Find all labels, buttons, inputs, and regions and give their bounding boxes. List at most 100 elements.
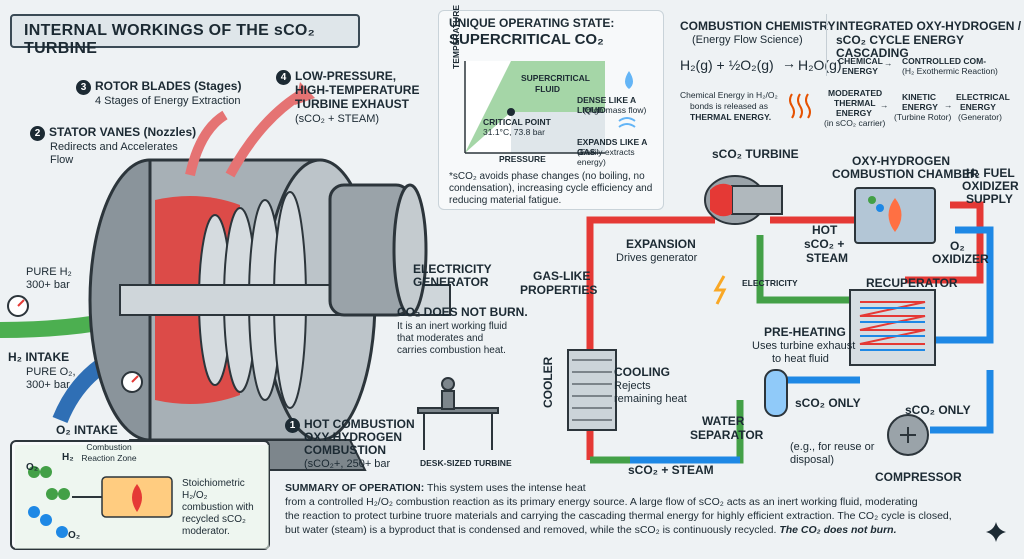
- zone-text-3: combustion with: [182, 502, 254, 513]
- cooling-sub-2: remaining heat: [614, 393, 687, 405]
- cascade-heading-1: INTEGRATED OXY-HYDROGEN /: [836, 19, 1022, 33]
- chem-desc-1: Chemical Energy in H₂/O₂: [680, 90, 778, 100]
- o2-label: O₂: [950, 239, 965, 253]
- gas-label: EXPANDS LIKE A GAS: [577, 137, 648, 157]
- steam-label: sCO₂ + STEAM: [628, 463, 714, 477]
- preheating-sub-1: Uses turbine exhaust: [752, 340, 856, 352]
- fuel-label-1: H₂ FUEL: [966, 166, 1015, 180]
- recuperator-label: RECUPERATOR: [866, 276, 958, 290]
- liquid-label: DENSE LIKE A LIQUID: [577, 95, 636, 115]
- cooling-sub-1: Rejects: [614, 380, 651, 392]
- zone-text-5: moderator.: [182, 526, 230, 537]
- blue-loop-pipe: [930, 226, 994, 344]
- cascade-mod-2: THERMAL: [834, 98, 876, 108]
- chem-desc-2: bonds is released as: [690, 101, 768, 111]
- cascade-kin-1: KINETIC: [902, 92, 936, 102]
- rotor-blades-sub: 4 Stages of Energy Extraction: [95, 95, 241, 107]
- heat-waves-icon: [789, 93, 811, 119]
- cascade-heading-2: sCO₂ CYCLE ENERGY CASCADING: [836, 33, 964, 60]
- cascade-kin-3: (Turbine Rotor): [894, 112, 952, 122]
- exhaust-arrow-2: [225, 90, 303, 178]
- hot-combustion-sub: (sCO₂+, 250+ bar: [304, 458, 391, 470]
- cooling-label: COOLING: [614, 365, 670, 379]
- sco2-only-label-a: sCO₂ ONLY: [795, 396, 861, 410]
- x-axis-label: PRESSURE: [499, 154, 546, 164]
- cascade-arrow-3: →: [944, 100, 953, 110]
- chem-equation-left: H₂(g) + ½O₂(g): [680, 57, 774, 73]
- state-subheading: SUPERCRITICAL CO₂: [449, 31, 604, 48]
- cascade-ctrl-2: (H₂ Exothermic Reaction): [902, 66, 998, 76]
- zone-o2-b: O₂: [68, 530, 81, 541]
- chem-heading: COMBUSTION CHEMISTRY: [680, 19, 836, 33]
- sco2-only-label-b: sCO₂ ONLY: [905, 403, 971, 417]
- state-note-1: *sCO₂ avoids phase changes (no boiling, …: [449, 171, 645, 182]
- hot-label-2: sCO₂ +: [804, 237, 845, 251]
- preheating-label: PRE-HEATING: [764, 325, 846, 339]
- summary-heading: SUMMARY OF OPERATION:: [285, 482, 425, 494]
- chamber-label-1: OXY-HYDROGEN: [852, 154, 951, 168]
- cooler-label: COOLER: [541, 356, 555, 408]
- water-separator-label-2: SEPARATOR: [690, 428, 764, 442]
- cooler: [567, 349, 617, 431]
- cycle-diagram: [567, 175, 994, 464]
- chem-divider: [826, 14, 827, 76]
- region-label-1: SUPERCRITICAL: [521, 73, 590, 83]
- no-burn-heading: CO₂ DOES NOT BURN.: [397, 305, 528, 319]
- wind-icon: [618, 117, 636, 128]
- fuel-label-2: OXIDIZER: [962, 179, 1019, 193]
- chem-equation-right: H₂O(g): [798, 57, 842, 73]
- o2-pressure-value: 300+ bar: [26, 379, 70, 391]
- cascade-mod-4: (in sCO₂ carrier): [824, 118, 886, 128]
- expansion-label: EXPANSION: [626, 237, 696, 251]
- cycle-turbine-label: sCO₂ TURBINE: [712, 147, 799, 161]
- green-loop-pipe: [756, 235, 865, 304]
- h2-pressure-label: PURE H₂: [26, 266, 72, 278]
- water-separator: [764, 369, 788, 417]
- preheating-sub-2: to heat fluid: [772, 353, 829, 365]
- cascade-elec-1: ELECTRICAL: [956, 92, 1010, 102]
- summary-line-2: from a controlled H₂/O₂ combustion react…: [285, 496, 918, 508]
- hot-combustion-label-2: OXY-HYDROGEN: [304, 430, 403, 444]
- cascade-mod-1: MODERATED: [828, 88, 883, 98]
- combustion-zone-inset: Combustion Reaction Zone O₂ H₂ O₂ Stoich…: [10, 440, 270, 550]
- fuel-label-3: SUPPLY: [966, 192, 1013, 206]
- chamber-label-2: COMBUSTION CHAMBER: [832, 167, 979, 181]
- chamber-flame-icon: [888, 198, 902, 232]
- oxidizer-label: OXIDIZER: [932, 252, 989, 266]
- cascade-mod-3: ENERGY: [836, 108, 872, 118]
- cascade-arrow-1: →: [884, 58, 893, 68]
- cascade-ctrl-1: CONTROLLED COM-: [902, 56, 987, 66]
- chem-arrow: →: [782, 55, 796, 71]
- zone-text-2: H₂/O₂: [182, 490, 208, 501]
- critical-point-value: 31.1°C, 73.8 bar: [483, 127, 545, 137]
- cascade-kin-2: ENERGY: [902, 102, 938, 112]
- zone-text-4: recycled sCO₂: [182, 514, 246, 525]
- state-note-3: reducing material fatigue.: [449, 195, 562, 206]
- region-label-2: FLUID: [535, 84, 561, 94]
- electricity-label: ELECTRICITY: [742, 278, 798, 288]
- no-burn-text-3: carries combustion heat.: [397, 345, 506, 356]
- cascade-elec-2: ENERGY: [960, 102, 996, 112]
- exhaust-label-2: HIGH-TEMPERATURE: [295, 83, 420, 97]
- reuse-label-2: disposal): [790, 454, 835, 466]
- summary-line-4-wrap: but water (steam) is a byproduct that is…: [285, 524, 1015, 537]
- operating-state-panel: UNIQUE OPERATING STATE: SUPERCRITICAL CO…: [438, 5, 664, 210]
- gas-like-label-2: PROPERTIES: [520, 283, 598, 297]
- state-note-2: condensation), increasing cycle efficien…: [449, 183, 653, 194]
- liquid-sub: (High mass flow): [583, 105, 647, 115]
- cascade-chem-2: ENERGY: [842, 66, 878, 76]
- exhaust-label-3: TURBINE EXHAUST: [295, 97, 410, 111]
- h2-pressure-value: 300+ bar: [26, 279, 70, 291]
- cascade-elec-3: (Generator): [958, 112, 1002, 122]
- desk-icon: [417, 377, 499, 450]
- generator-label-1: ELECTRICITY: [413, 262, 492, 276]
- no-burn-text-2: that moderates and: [397, 333, 484, 344]
- h2-intake-label: H₂ INTAKE: [8, 350, 70, 364]
- summary-line-5: The CO₂ does not burn.: [779, 524, 897, 536]
- stator-vanes-sub-2: Flow: [50, 154, 74, 166]
- o2-pressure-label: PURE O₂,: [26, 366, 76, 378]
